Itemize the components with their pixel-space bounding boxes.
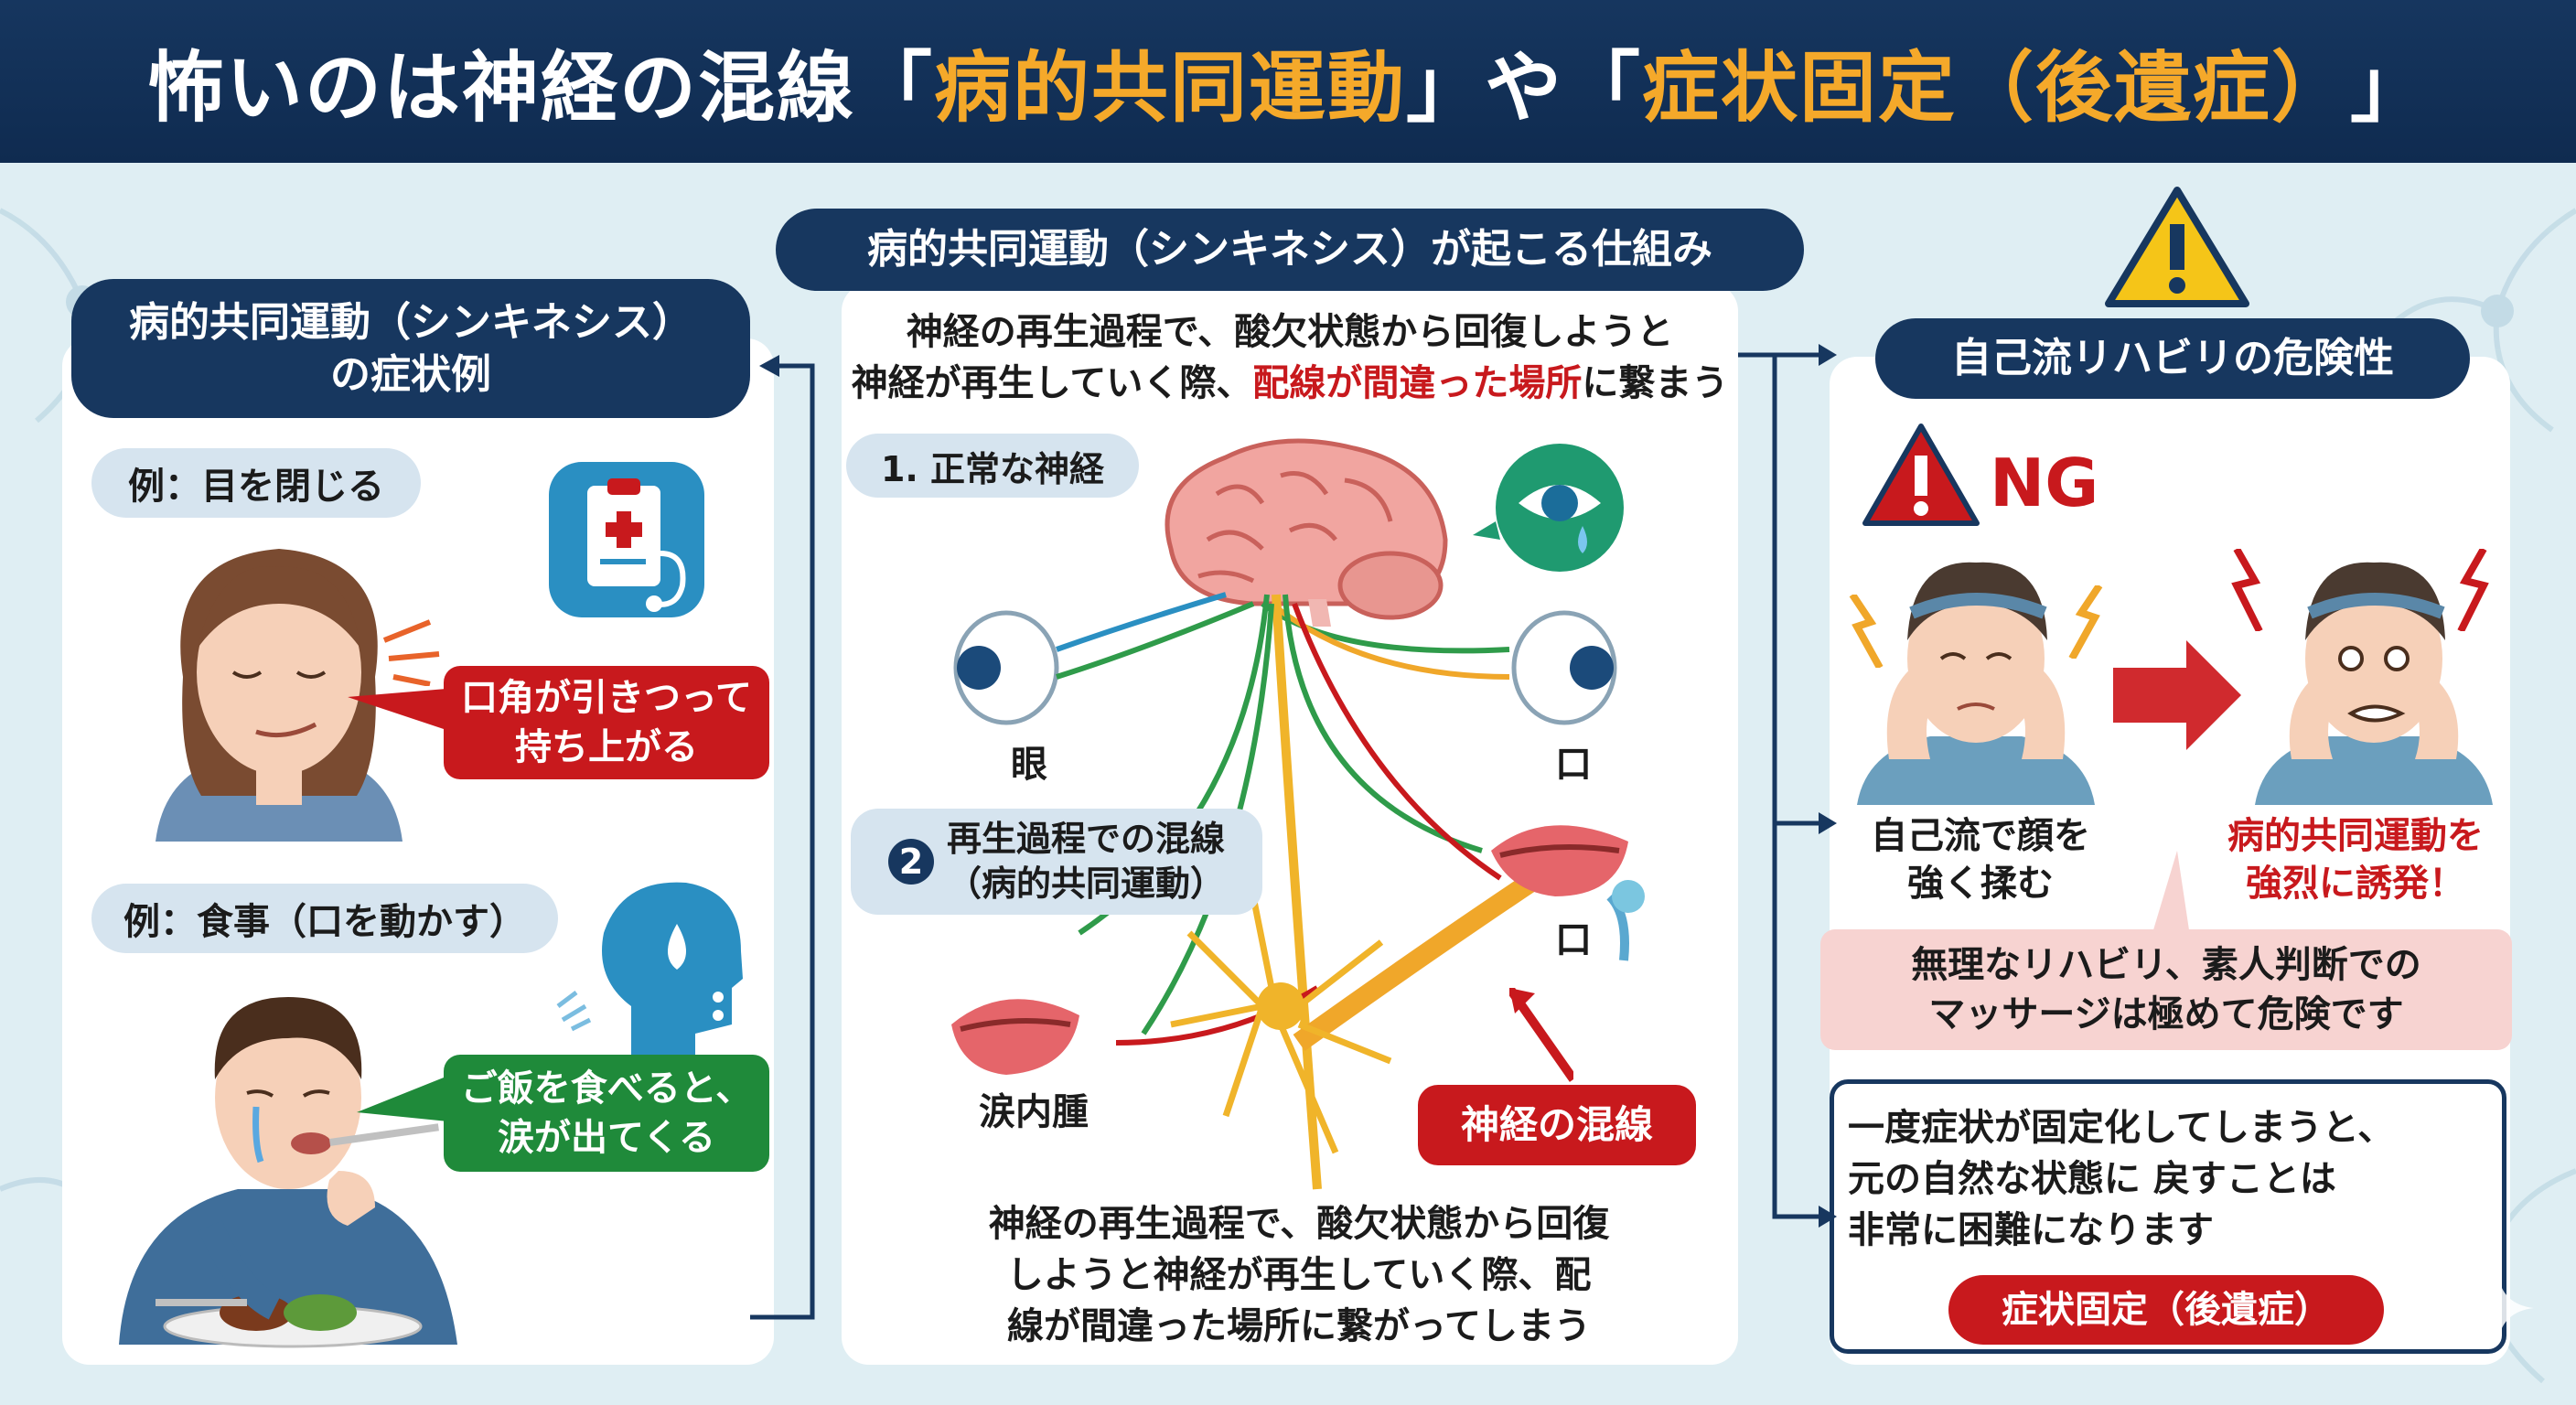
- center-intro-text: 神経の再生過程で、酸欠状態から回復しようと 神経が再生していく際、配線が間違った…: [842, 306, 1738, 409]
- nerve-crossing-label: 神経の混線: [1418, 1085, 1696, 1165]
- center-intro-line1: 神経の再生過程で、酸欠状態から回復しようと: [906, 311, 1674, 353]
- twitch-lines-icon: [382, 619, 440, 686]
- fixed-symptom-badge: 症状固定（後遺症）: [1948, 1275, 2384, 1345]
- title-highlight-sequela: 症状固定（後遺症）: [1642, 42, 2351, 133]
- woman-eyes-closed-illustration: [156, 549, 402, 842]
- woman-rubbing-face-illustration: [1857, 562, 2095, 805]
- caption-left-line2: 強く揉む: [1907, 863, 2054, 905]
- warning-line1: 無理なリハビリ、素人判断での: [1911, 944, 2421, 986]
- example2-callout-line1: ご飯を食べると、: [460, 1067, 753, 1110]
- caption-self-massage: 自己流で顔を 強く揉む: [1839, 812, 2122, 907]
- warning-line2: マッサージは極めて危険です: [1928, 993, 2404, 1035]
- center-intro-line2: 神経が再生していく際、配線が間違った場所に繋まう: [851, 362, 1729, 404]
- callout-pointer-green: [357, 1076, 448, 1121]
- normal-nerve-label: 1. 正常な神経: [846, 434, 1139, 498]
- regen-number-badge: 2: [887, 839, 934, 885]
- left-title-line1: 病的共同運動（シンキネシス）: [129, 298, 692, 346]
- example2-label: 例：食事（口を動かす）: [91, 884, 558, 953]
- red-lightning-left-icon: [2231, 549, 2263, 631]
- title-suffix: 」: [2350, 42, 2430, 133]
- cross-label-pointer: [1509, 988, 1573, 1082]
- left-panel-title: 病的共同運動（シンキネシス） の症状例: [71, 279, 750, 418]
- page-title: 怖いのは神経の混線「病的共同運動」や「症状固定（後遺症）」: [0, 0, 2576, 163]
- callout-pointer-red: [348, 688, 457, 734]
- header-bar: [0, 0, 2576, 163]
- label-mouth-top: 口: [1555, 744, 1592, 786]
- wrong-wiring-highlight: 配線が間違った場所: [1252, 362, 1583, 404]
- mouth-right-illustration: [1491, 825, 1628, 896]
- left-connector-line: [750, 355, 815, 1320]
- example1-callout-line2: 持ち上がる: [515, 726, 698, 768]
- woman-distressed-illustration: [2255, 562, 2493, 805]
- left-title-line2: の症状例: [330, 351, 491, 398]
- man-eating-illustration: [119, 997, 457, 1348]
- fixed-line3: 非常に困難になります: [1848, 1209, 2214, 1251]
- warning-box: 無理なリハビリ、素人判断でのマッサージは極めて危険です: [1820, 929, 2512, 1050]
- sparkle-icon: [2461, 1271, 2534, 1345]
- ng-label: NG: [1990, 445, 2099, 521]
- example1-label: 例：目を閉じる: [91, 448, 421, 518]
- eye-left-illustration: [953, 610, 1059, 725]
- right-connector-line: [1738, 344, 1837, 1228]
- caption-induce-synkinesis: 病的共同運動を 強烈に誘発！: [2205, 812, 2506, 907]
- head-tear-icon: [602, 882, 743, 1061]
- center-panel-title: 病的共同運動（シンキネシス）が起こる仕組み: [776, 209, 1804, 291]
- fixed-symptom-box: [1830, 1079, 2506, 1354]
- right-panel-title: 自己流リハビリの危険性: [1875, 318, 2470, 399]
- example2-callout: ご飯を食べると、涙が出てくる: [444, 1055, 769, 1172]
- neuron-cluster-illustration: [1170, 896, 1392, 1154]
- stress-lightning-left-icon: [1849, 595, 1884, 668]
- ng-warning-icon: [1862, 424, 1980, 526]
- fixed-symptom-text: 一度症状が固定化してしまうと、 元の自然な状態に 戻すことは 非常に困難になりま…: [1848, 1102, 2488, 1256]
- center-bottom-line2: しようと神経が再生していく際、配: [1006, 1254, 1592, 1296]
- fixed-line1: 一度症状が固定化してしまうと、: [1848, 1107, 2395, 1149]
- nerve-pathways-diagram: [951, 592, 1645, 1190]
- caption-right-line2: 強烈に誘発！: [2246, 863, 2465, 905]
- caption-right-line1: 病的共同運動を: [2227, 815, 2484, 857]
- right-arrow-icon: [2113, 640, 2241, 750]
- fixed-line2: 元の自然な状態に 戻すことは: [1848, 1158, 2336, 1200]
- regen-label-line1: 再生過程での混線: [946, 818, 1225, 859]
- label-tear: 涙内腫: [979, 1091, 1089, 1133]
- label-mouth-bottom: 口: [1555, 919, 1592, 961]
- title-highlight-synkinesis: 病的共同運動: [933, 42, 1406, 133]
- center-bottom-line3: 線が間違った場所に繋がってしまう: [1007, 1305, 1591, 1347]
- clipboard-stethoscope-icon: [549, 462, 704, 617]
- splash-icon: [556, 991, 592, 1032]
- regen-label: 2 再生過程での混線（病的共同運動）: [851, 809, 1262, 915]
- center-bottom-text: 神経の再生過程で、酸欠状態から回復 しようと神経が再生していく際、配 線が間違っ…: [933, 1198, 1665, 1352]
- eye-tear-icon: [1473, 444, 1624, 572]
- center-bottom-line1: 神経の再生過程で、酸欠状態から回復: [988, 1203, 1610, 1245]
- caption-left-line1: 自己流で顔を: [1871, 815, 2090, 857]
- title-prefix: 怖いのは神経の混線「: [146, 42, 934, 133]
- example1-callout-line1: 口角が引きつって: [461, 677, 752, 719]
- stress-lightning-right-icon: [2068, 585, 2103, 659]
- brain-icon: [1165, 438, 1448, 627]
- title-mid: 」や「: [1405, 42, 1642, 133]
- example1-callout: 口角が引きつって持ち上がる: [444, 666, 769, 779]
- warning-triangle-icon: [2105, 187, 2249, 307]
- label-eye: 眼: [1011, 744, 1047, 786]
- eye-right-illustration: [1511, 610, 1617, 725]
- red-lightning-right-icon: [2457, 549, 2489, 631]
- regen-label-line2: （病的共同運動）: [946, 863, 1225, 904]
- warning-callout-pointer: [2150, 851, 2191, 942]
- example2-callout-line2: 涙が出てくる: [498, 1117, 715, 1159]
- mouth-left-illustration: [951, 999, 1079, 1075]
